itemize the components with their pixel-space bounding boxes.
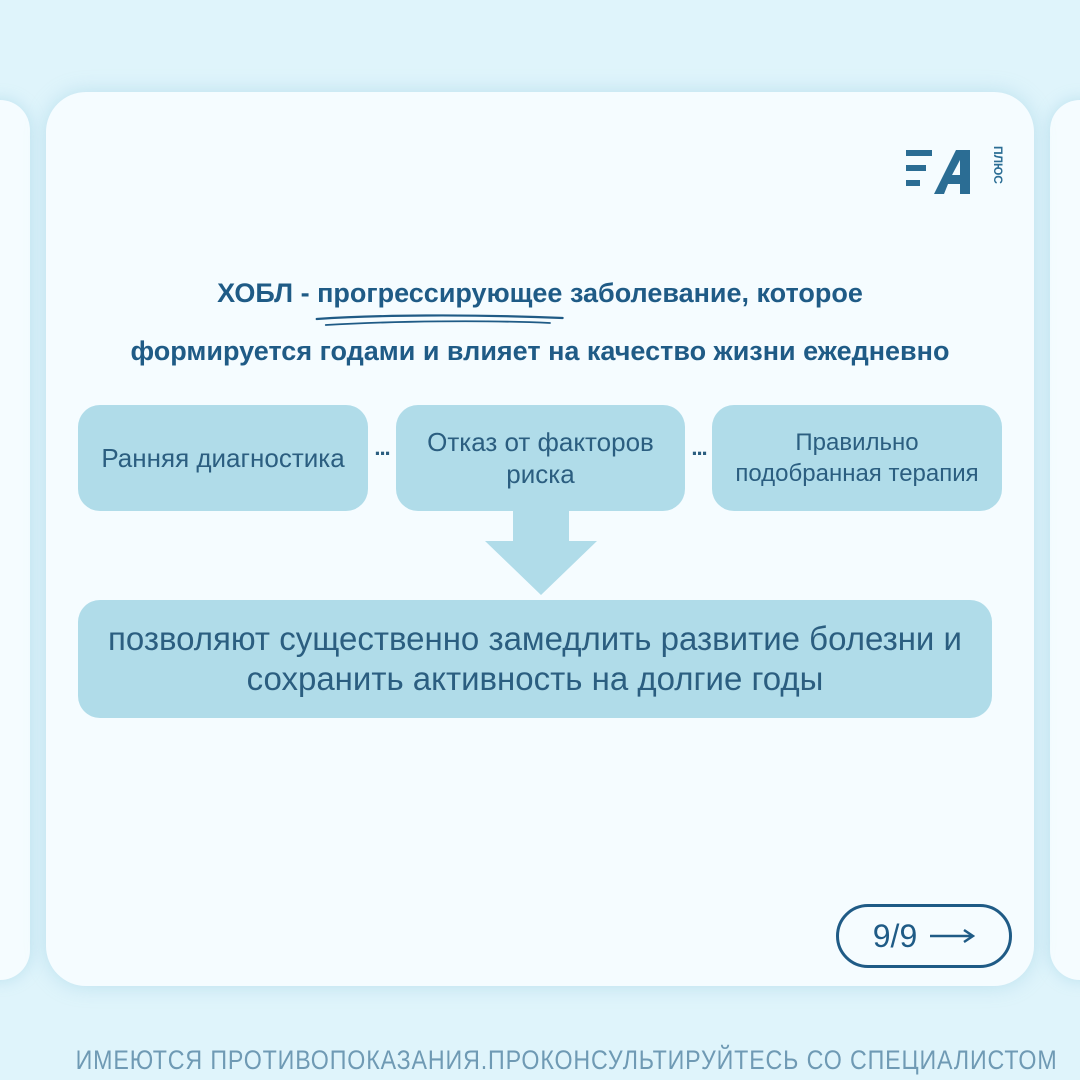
factor-separator: ...: [374, 435, 390, 460]
down-arrow-icon: [485, 511, 597, 595]
factor-box-therapy: Правильно подобранная терапия: [712, 405, 1002, 511]
factor-box-risk-factors: Отказ от факторов риска: [396, 405, 685, 511]
previous-card-edge: [0, 100, 30, 980]
page-counter: 9/9: [872, 917, 918, 954]
headline-emphasis: прогрессирующее: [315, 264, 564, 326]
headline-part-2: заболевание, которое: [562, 278, 863, 308]
headline-emphasis-text: прогрессирующее: [317, 278, 563, 308]
disclaimer-text: ИМЕЮТСЯ ПРОТИВОПОКАЗАНИЯ.ПРОКОНСУЛЬТИРУЙ…: [75, 1045, 1058, 1075]
factor-label: Ранняя диагностика: [101, 443, 345, 473]
result-box: позволяют существенно замедлить развитие…: [78, 600, 992, 718]
next-card-edge: [1050, 100, 1080, 980]
brand-logo: ПЛЮС: [904, 144, 1005, 202]
next-page-button[interactable]: 9/9: [836, 904, 1012, 968]
brand-logo-icon: ПЛЮС: [906, 146, 1005, 194]
arrow-right-icon: [930, 928, 976, 944]
headline-line-1: ХОБЛ - прогрессирующее заболевание, кото…: [46, 264, 1034, 326]
factor-label: Правильно подобранная терапия: [735, 429, 979, 487]
factor-separator: ...: [691, 435, 707, 460]
factor-label: Отказ от факторов риска: [427, 427, 654, 489]
logo-suffix-text: ПЛЮС: [991, 146, 1004, 184]
headline: ХОБЛ - прогрессирующее заболевание, кото…: [46, 264, 1034, 380]
result-text: позволяют существенно замедлить развитие…: [108, 620, 962, 697]
scribble-underline-icon: [315, 314, 564, 326]
headline-line-2: формируется годами и влияет на качество …: [130, 336, 950, 366]
headline-part-1: ХОБЛ -: [217, 278, 318, 308]
slide-card: ПЛЮС ХОБЛ - прогрессирующее заболевание,…: [46, 92, 1034, 986]
factor-box-early-diagnosis: Ранняя диагностика: [78, 405, 368, 511]
